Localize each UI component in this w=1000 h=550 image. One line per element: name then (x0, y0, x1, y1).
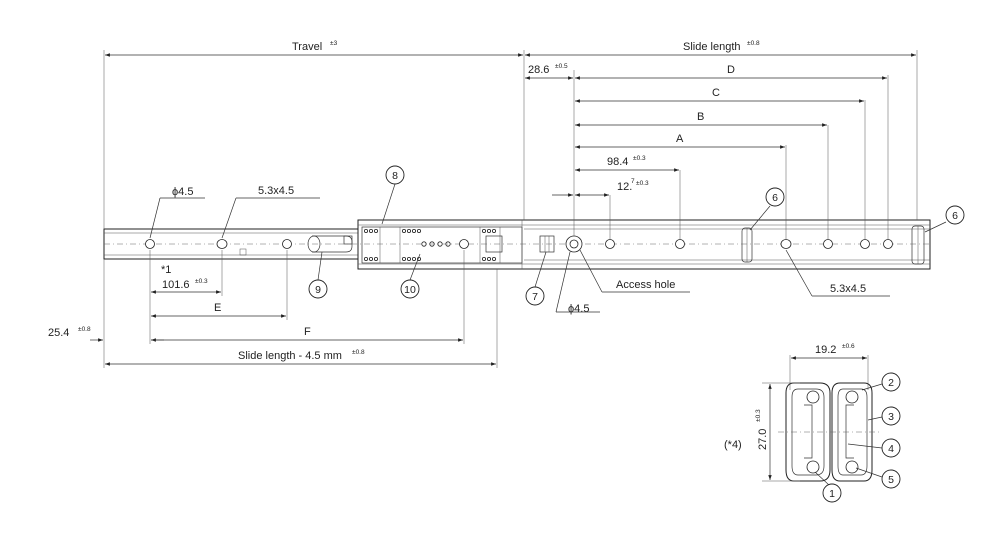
callout-1-text: 1 (829, 488, 835, 500)
dim-19-2: 19.2 (815, 344, 836, 356)
dim-c: C (712, 87, 720, 99)
dim-b: B (697, 111, 704, 123)
phi-4-5-bottom: ϕ4.5 (568, 303, 589, 315)
callout-2 (881, 372, 901, 392)
callout-1 (822, 483, 842, 503)
callout-6a-text: 6 (772, 192, 778, 204)
mount-slot (780, 239, 792, 249)
callout-2-text: 2 (888, 377, 894, 389)
callout-3-text: 3 (888, 411, 894, 423)
dim-25-4: 25.4 (48, 327, 69, 339)
callout-6b (945, 205, 965, 225)
star-1: *1 (161, 264, 171, 276)
dim-28-6-tol: ±0.5 (555, 63, 568, 70)
ball-bottom-right (845, 460, 859, 474)
callout-5 (881, 469, 901, 489)
callout-7 (525, 286, 545, 306)
callouts: 8 9 10 7 6 6 (308, 165, 965, 306)
callout-8-text: 8 (392, 170, 398, 182)
callout-8 (385, 165, 405, 185)
callout-9-text: 9 (315, 284, 321, 296)
dim-98-4: 98.4 (607, 156, 628, 168)
callout-7-text: 7 (532, 291, 538, 303)
callout-6b-text: 6 (952, 210, 958, 222)
mount-hole (675, 239, 685, 249)
cross-section: 19.2 ±0.6 27.0 ±0.3 (*4) 2 3 4 5 1 (724, 343, 901, 503)
slot-5-3-left: 5.3x4.5 (258, 185, 294, 197)
dim-25-4-tol: ±0.8 (78, 326, 91, 333)
mount-slot (216, 239, 228, 249)
callout-9 (308, 279, 328, 299)
travel-label: Travel (292, 41, 322, 53)
dim-27-0: 27.0 (757, 429, 769, 450)
callout-6a (765, 187, 785, 207)
slide-length-minus-tol: ±0.8 (352, 349, 365, 356)
slot-5-3-right: 5.3x4.5 (830, 283, 866, 295)
mount-hole (145, 239, 155, 249)
dim-28-6: 28.6 (528, 64, 549, 76)
mount-hole (883, 239, 893, 249)
access-hole-inner (569, 239, 579, 249)
dim-98-4-tol: ±0.3 (633, 155, 646, 162)
slide-length-minus: Slide length - 4.5 mm (238, 350, 342, 362)
mount-hole (605, 239, 615, 249)
access-hole-label: Access hole (616, 279, 675, 291)
dim-12-7: 12. (617, 181, 632, 193)
callout-4-text: 4 (888, 443, 894, 455)
travel-tol: ±3 (330, 40, 338, 47)
slide-length-label: Slide length (683, 41, 741, 53)
section-outer-left (785, 382, 831, 482)
ball-top-right (845, 390, 859, 404)
outer-member (357, 219, 931, 270)
cage-balls (363, 228, 496, 261)
dim-e: E (214, 302, 221, 314)
callout-10-text: 10 (404, 284, 416, 296)
ball-top-left (806, 390, 820, 404)
dim-12-7-b: 7 (631, 178, 635, 185)
mount-hole (823, 239, 833, 249)
dim-d: D (727, 64, 735, 76)
callout-4 (881, 438, 901, 458)
dim-12-7-tol: ±0.3 (636, 180, 649, 187)
dim-101-6-tol: ±0.3 (195, 278, 208, 285)
slide-length-tol: ±0.8 (747, 40, 760, 47)
phi-4-5-left: ϕ4.5 (172, 186, 193, 198)
dim-101-6: 101.6 (162, 279, 190, 291)
lock-mechanism (539, 235, 555, 253)
slide-body (103, 219, 931, 270)
callout-3 (881, 406, 901, 426)
dim-12-7-a: 12. (617, 181, 632, 193)
ball-bottom-left (806, 460, 820, 474)
dimensions-top: Travel ±3 Slide length ±0.8 28.6 ±0.5 D … (103, 40, 918, 239)
dimensions-bottom: *1 101.6 ±0.3 E F 25.4 ±0.8 Slide length… (48, 249, 890, 368)
dim-27-0-tol: ±0.3 (755, 409, 762, 422)
dim-19-2-tol: ±0.6 (842, 343, 855, 350)
mounting-holes (145, 239, 893, 249)
mount-hole (860, 239, 870, 249)
mount-hole (282, 239, 292, 249)
dim-f: F (304, 326, 311, 338)
star-4: (*4) (724, 439, 742, 451)
callout-5-text: 5 (888, 474, 894, 486)
callout-10 (400, 279, 420, 299)
dim-a: A (676, 133, 684, 145)
mount-hole (459, 239, 469, 249)
